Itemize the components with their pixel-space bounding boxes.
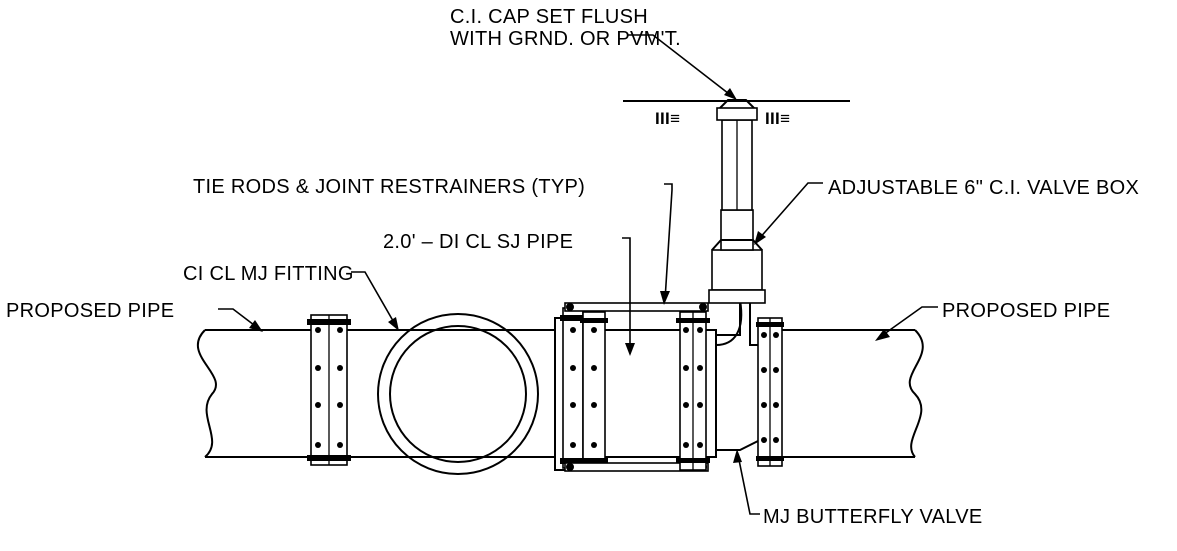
cap-label-line2: WITH GRND. OR PVM'T. [450, 28, 681, 50]
pipe-run [196, 329, 924, 458]
tee-fitting-opening [377, 313, 539, 475]
valve-box-label: ADJUSTABLE 6" C.I. VALVE BOX [828, 177, 1139, 199]
valve-box-arrow [754, 231, 766, 245]
sj-pipe-label: 2.0' – DI CL SJ PIPE [383, 231, 573, 253]
mj-fitting-arrow [388, 317, 399, 331]
pipe-left-leader [218, 308, 259, 329]
right-mj-flange [756, 317, 784, 467]
butterfly-label: MJ BUTTERFLY VALVE [763, 506, 983, 528]
valve-mj-flange [676, 311, 710, 471]
pipe-right-label: PROPOSED PIPE [942, 300, 1110, 322]
mj-fitting-leader [351, 271, 397, 327]
tie-rods [564, 302, 709, 472]
sj-pipe-section [580, 311, 680, 471]
cap-leader [628, 34, 734, 98]
pipe-left-label: PROPOSED PIPE [6, 300, 174, 322]
ground-symbol-left: III≡ [655, 109, 680, 128]
pipe-right-leader [879, 306, 938, 338]
cap-label-line1: C.I. CAP SET FLUSH [450, 6, 648, 28]
tie-rods-arrow [660, 291, 670, 305]
valve-box-leader [757, 182, 823, 241]
tie-rods-label: TIE RODS & JOINT RESTRAINERS (TYP) [193, 176, 585, 198]
butterfly-valve-body [706, 299, 761, 458]
valve-box [708, 99, 766, 304]
pipe-right-arrow [875, 329, 890, 341]
mj-fitting-label: CI CL MJ FITTING [183, 263, 354, 285]
sj-pipe-arrow [625, 343, 635, 356]
ground-line: III≡ III≡ [623, 100, 850, 128]
pipe-left-arrow [249, 320, 263, 332]
tie-rods-leader [664, 183, 673, 301]
ground-symbol-right: III≡ [765, 109, 790, 128]
butterfly-arrow [733, 449, 742, 463]
sj-pipe-leader [622, 237, 631, 350]
cap-arrow [724, 88, 737, 100]
left-mj-flange [307, 314, 351, 466]
butterfly-leader [737, 454, 760, 515]
